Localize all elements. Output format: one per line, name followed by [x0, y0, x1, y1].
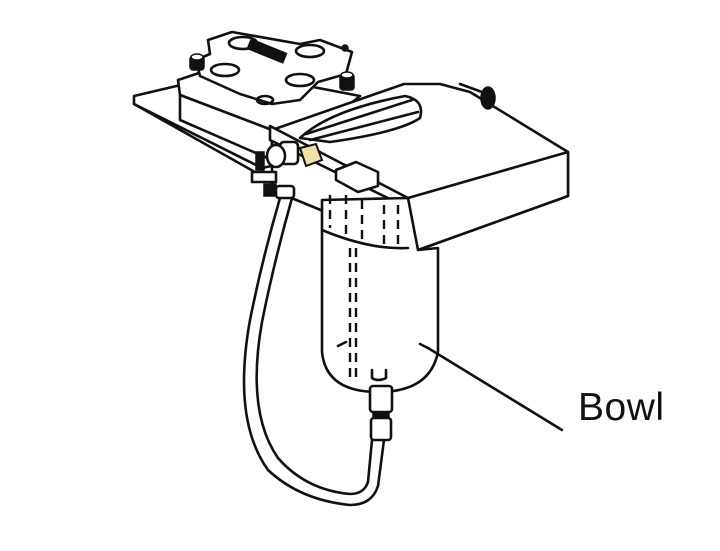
filter-head — [176, 30, 362, 162]
bowl-label: Bowl — [578, 386, 665, 429]
drain-hose — [242, 196, 386, 507]
back-knob — [458, 82, 496, 110]
inlet-fitting — [250, 140, 324, 200]
bowl-leader-line — [426, 346, 564, 432]
embossed-part-number — [246, 38, 288, 64]
cap-screw-right — [339, 71, 355, 91]
filter-bowl — [320, 195, 440, 442]
cap-screw-left — [189, 53, 205, 71]
